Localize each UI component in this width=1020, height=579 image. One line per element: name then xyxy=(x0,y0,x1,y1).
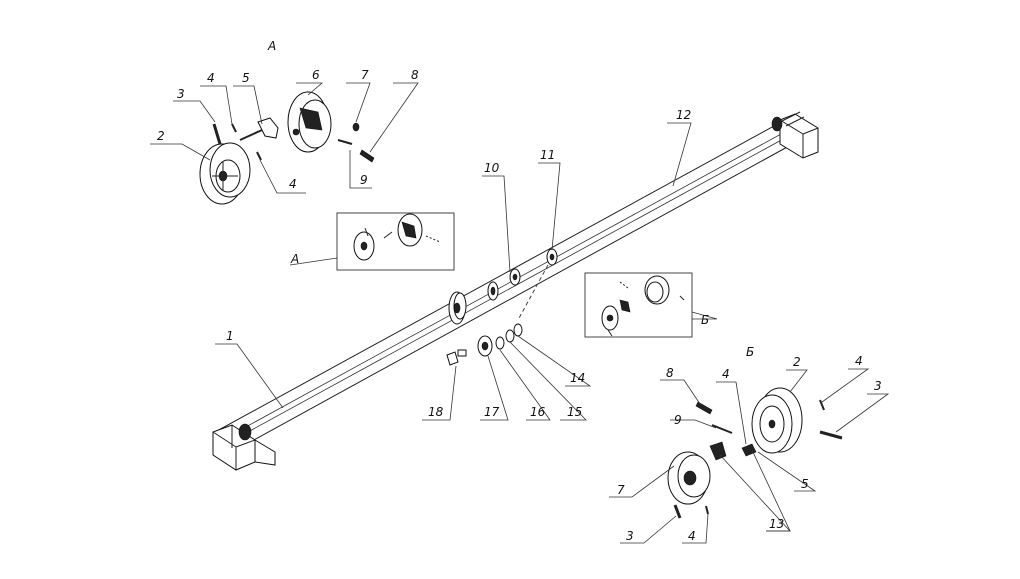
callout-15: 15 xyxy=(567,405,582,419)
callout-10: 10 xyxy=(484,161,500,175)
callout-16: 16 xyxy=(530,405,546,419)
callout-7: 7 xyxy=(361,68,369,82)
callout-b-7: 7 xyxy=(617,483,625,497)
callout-12: 12 xyxy=(676,108,691,122)
view-b-exploded xyxy=(667,387,843,519)
left-tube-end xyxy=(212,423,276,471)
callout-b-8: 8 xyxy=(666,366,674,380)
main-shaft xyxy=(214,119,801,453)
callout-b-4-top: 4 xyxy=(722,367,730,381)
leader-lines xyxy=(150,82,890,544)
right-tube-end xyxy=(771,111,819,159)
small-parts-group xyxy=(446,323,523,366)
callout-view-a: A xyxy=(267,39,276,53)
callout-3: 3 xyxy=(177,87,185,101)
callout-b-5: 5 xyxy=(801,477,809,491)
callout-11: 11 xyxy=(540,148,555,162)
callout-b-4-right: 4 xyxy=(855,354,863,368)
callout-view-b-ref: Б xyxy=(701,313,709,327)
callout-18: 18 xyxy=(428,405,444,419)
callout-b-13: 13 xyxy=(769,517,784,531)
callout-view-b: Б xyxy=(746,345,754,359)
view-b-reference-box xyxy=(584,272,693,338)
callout-6: 6 xyxy=(312,68,320,82)
callout-b-3-right: 3 xyxy=(874,379,882,393)
callout-8: 8 xyxy=(411,68,419,82)
center-hub-assembly xyxy=(448,248,558,325)
callout-view-a-ref: A xyxy=(290,252,299,266)
callout-b-2: 2 xyxy=(793,355,801,369)
callout-4-top: 4 xyxy=(207,71,215,85)
callout-5: 5 xyxy=(242,71,250,85)
callout-labels: A 2 3 4 5 6 7 8 4 9 1 10 11 12 A 18 17 1… xyxy=(157,39,882,543)
view-a-reference-box xyxy=(336,212,455,271)
view-a-exploded xyxy=(199,91,375,205)
callout-9: 9 xyxy=(360,173,368,187)
callout-b-4-bottom: 4 xyxy=(688,529,696,543)
callout-b-9: 9 xyxy=(674,413,682,427)
callout-b-3-bottom: 3 xyxy=(626,529,634,543)
callout-1: 1 xyxy=(226,329,234,343)
callout-14: 14 xyxy=(570,371,585,385)
callout-2: 2 xyxy=(157,129,165,143)
callout-17: 17 xyxy=(484,405,500,419)
callout-4-bottom: 4 xyxy=(289,177,297,191)
